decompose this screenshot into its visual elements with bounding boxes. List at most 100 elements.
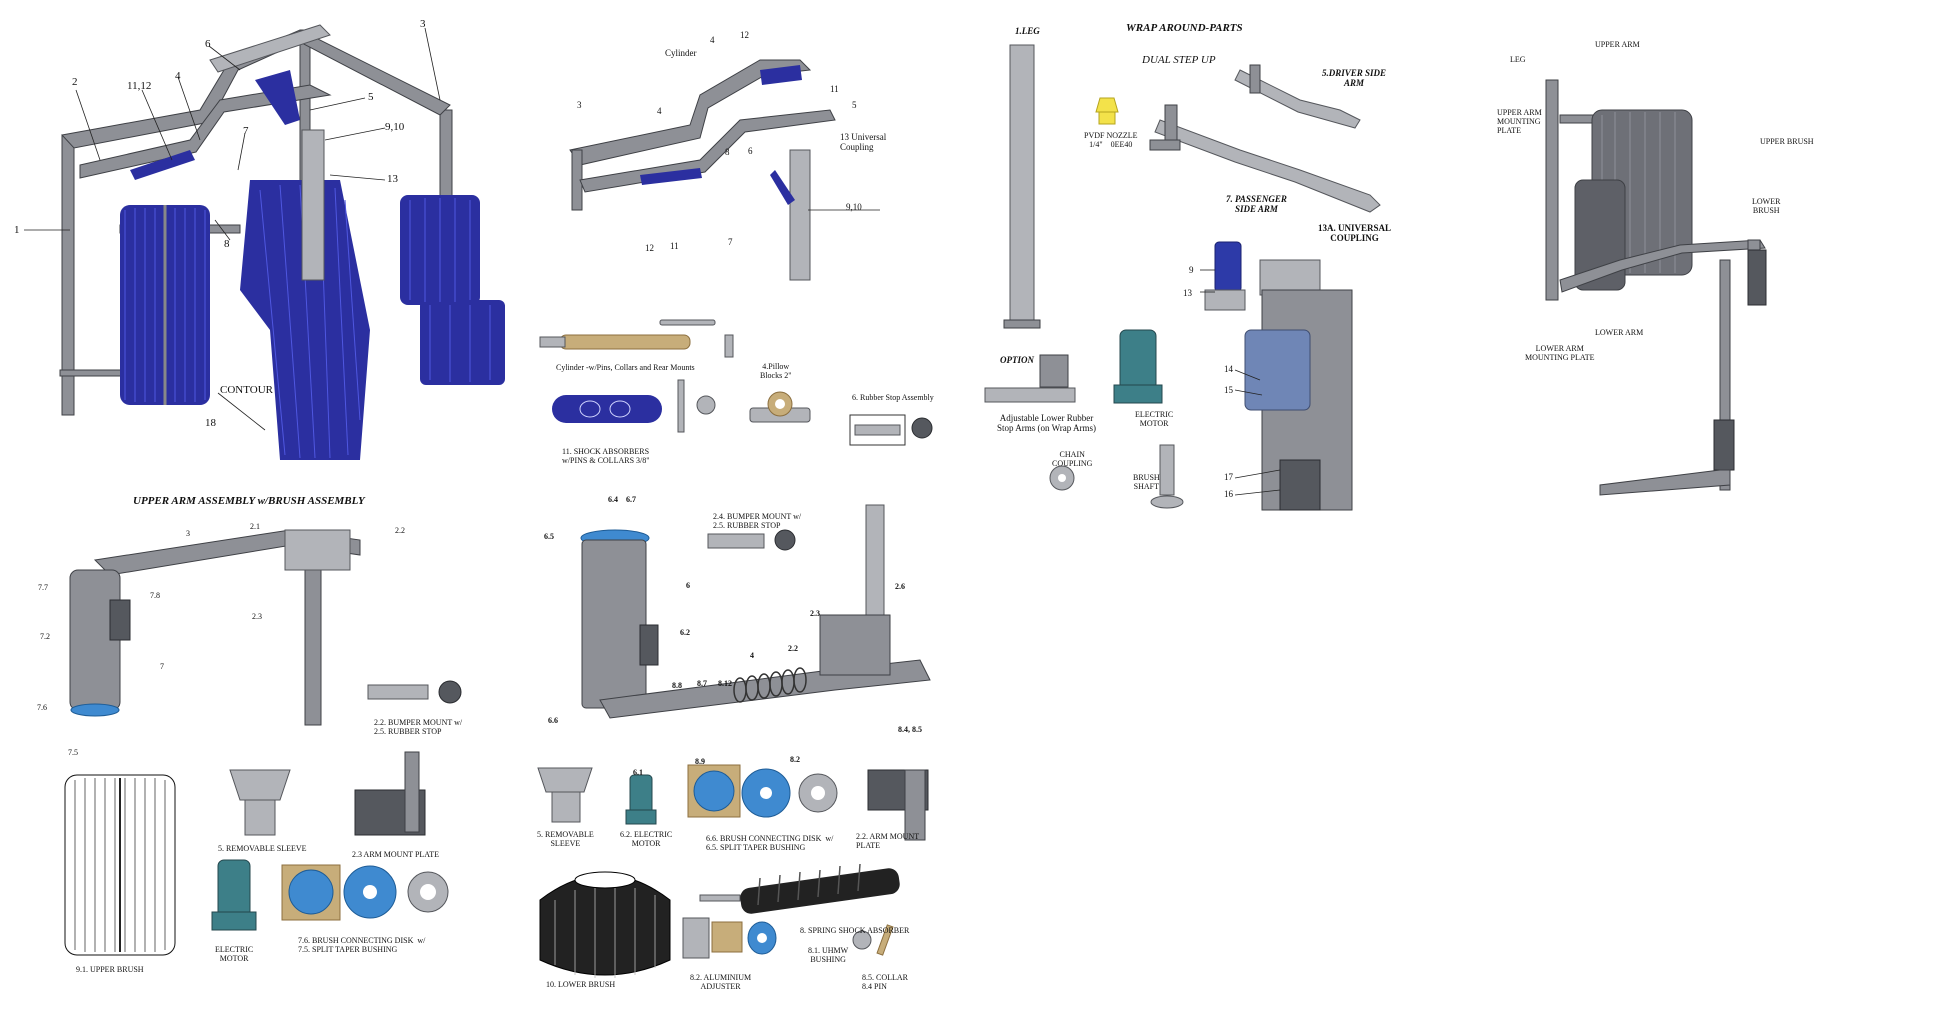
callout-5: 5 — [368, 91, 374, 103]
spring-shock-absorber-drawing — [699, 863, 900, 914]
uhmw-bushing-caption: 8.1. UHMW BUSHING — [808, 946, 849, 964]
nozzle-drawing — [1095, 97, 1119, 125]
lower-bumper-caption: 2.4. BUMPER MOUNT w/ 2.5. RUBBER STOP — [713, 512, 802, 530]
lower-callout-6-6: 6.6 — [548, 716, 558, 725]
lower-callout-8-12: 8.12 — [718, 679, 732, 688]
arm-callout-cylinder: Cylinder — [665, 48, 697, 58]
pillow-block-caption: 4.Pillow Blocks 2" — [760, 362, 792, 380]
callout-6: 6 — [205, 38, 211, 50]
callout-4: 4 — [175, 70, 181, 82]
passenger-side-arm-label: 7. PASSENGER SIDE ARM — [1226, 194, 1287, 214]
driver-arm-drawing — [1234, 64, 1361, 129]
lower-callout-8-8: 8.8 — [672, 681, 682, 690]
wrap-callout-16: 16 — [1224, 489, 1233, 499]
lower-callout-8-2: 8.2 — [790, 755, 800, 764]
main-center-brush-drawing — [240, 129, 370, 460]
removable-sleeve-lower-drawing — [537, 767, 593, 823]
electric-motor-upper-drawing — [211, 859, 257, 931]
lower-sleeve-caption: 5. REMOVABLE SLEEVE — [537, 830, 594, 848]
arm-callout-8: 8 — [725, 147, 730, 157]
upper-callout-2-1: 2.1 — [250, 522, 260, 531]
main-left-brush-drawing — [120, 205, 210, 405]
upper-callout-7-6: 7.6 — [37, 703, 47, 712]
wrap-callout-17: 17 — [1224, 472, 1233, 482]
upper-mount-plate-caption: 2.3 ARM MOUNT PLATE — [352, 850, 439, 859]
lower-mount-plate-caption: 2.2. ARM MOUNT PLATE — [856, 832, 920, 850]
upper-callout-7-5: 7.5 — [68, 748, 78, 757]
side-lower-arm-label: LOWER ARM — [1595, 328, 1644, 337]
passenger-arm-drawing — [1149, 104, 1381, 213]
small-motor-drawing — [1204, 241, 1246, 311]
leader-lines — [24, 27, 1281, 496]
callout-11-12: 11,12 — [127, 80, 152, 92]
lower-arm-assembly-drawing — [580, 504, 931, 719]
wrap-callout-9: 9 — [1189, 265, 1194, 275]
side-upper-mounting-label: UPPER ARM MOUNTING PLATE — [1497, 108, 1542, 135]
collar-pin-caption: 8.5. COLLAR 8.4 PIN — [862, 973, 908, 991]
callout-18: 18 — [205, 417, 216, 429]
wrap-callout-14: 14 — [1224, 364, 1233, 374]
callout-contour: CONTOUR — [220, 384, 273, 396]
wrap-around-title: WRAP AROUND-PARTS — [1126, 22, 1243, 34]
leg-title: 1.LEG — [1015, 26, 1040, 36]
upper-callout-2-3: 2.3 — [252, 612, 262, 621]
arm-callout-5: 5 — [852, 100, 857, 110]
lower-callout-2-6: 2.6 — [895, 582, 905, 591]
side-lower-mounting-label: LOWER ARM MOUNTING PLATE — [1525, 344, 1595, 362]
upper-callout-7-2: 7.2 — [40, 632, 50, 641]
upper-callout-7-8: 7.8 — [150, 591, 160, 600]
wrap-callout-13: 13 — [1183, 288, 1192, 298]
lower-callout-6-4: 6.4 — [608, 495, 618, 504]
lower-brush-caption: 10. LOWER BRUSH — [546, 980, 616, 989]
callout-2: 2 — [72, 76, 78, 88]
arm-callout-12a: 12 — [740, 30, 749, 40]
arm-callout-13-coupling: 13 Universal Coupling — [840, 132, 887, 152]
rubber-stop-caption: 6. Rubber Stop Assembly — [852, 393, 934, 402]
arm-callout-4a: 4 — [657, 106, 662, 116]
arm-callout-7: 7 — [728, 237, 733, 247]
arm-callout-6: 6 — [748, 146, 753, 156]
cylinder-caption: Cylinder -w/Pins, Collars and Rear Mount… — [556, 363, 695, 372]
lower-callout-2-3: 2.3 — [810, 609, 820, 618]
side-view-drawing — [1545, 79, 1767, 496]
arm-callout-12b: 12 — [645, 243, 654, 253]
arm-callout-9-10: 9,10 — [846, 202, 862, 212]
upper-brush-caption: 9.1. UPPER BRUSH — [76, 965, 144, 974]
upper-motor-caption: ELECTRIC MOTOR — [215, 945, 254, 963]
callout-8: 8 — [224, 238, 230, 250]
upper-disk-caption: 7.6. BRUSH CONNECTING DISK w/ 7.5. SPLIT… — [298, 936, 426, 954]
wrap-callout-15: 15 — [1224, 385, 1233, 395]
side-lower-brush-label: LOWER BRUSH — [1752, 197, 1781, 215]
upper-callout-7-7: 7.7 — [38, 583, 48, 592]
lower-callout-6-2: 6.2 — [680, 628, 690, 637]
lower-callout-2-2: 2.2 — [788, 644, 798, 653]
brush-disk-lower-drawing — [687, 764, 838, 818]
shock-absorber-drawing — [552, 379, 716, 433]
aluminium-adjuster-drawing — [682, 917, 777, 959]
brush-shaft-label: BRUSH SHAFT — [1133, 473, 1160, 491]
spring-shock-caption: 8. SPRING SHOCK ABSORBER — [800, 926, 910, 935]
brush-disk-upper-drawing — [281, 864, 449, 921]
electric-motor-wrap-label: ELECTRIC MOTOR — [1135, 410, 1174, 428]
side-upper-brush-label: UPPER BRUSH — [1760, 137, 1814, 146]
lower-callout-6-7: 6.7 — [626, 495, 636, 504]
lower-callout-8-4-8-5: 8.4, 8.5 — [898, 725, 922, 734]
electric-motor-wrap-drawing — [1113, 329, 1163, 404]
lower-motor-caption: 6.2. ELECTRIC MOTOR — [620, 830, 673, 848]
side-upper-arm-label: UPPER ARM — [1595, 40, 1640, 49]
collar-pin-drawing — [852, 924, 894, 956]
chain-coupling-label: CHAIN COUPLING — [1052, 450, 1093, 468]
lower-callout-6: 6 — [686, 581, 690, 590]
electric-motor-lower-drawing — [625, 774, 657, 825]
arm-assembly-drawing — [569, 59, 836, 281]
removable-sleeve-drawing — [229, 769, 291, 836]
callout-9-10: 9,10 — [385, 121, 405, 133]
aluminium-adjuster-caption: 8.2. ALUMINIUM ADJUSTER — [690, 973, 752, 991]
lower-disk-caption: 6.6. BRUSH CONNECTING DISK w/ 6.5. SPLIT… — [706, 834, 834, 852]
upper-callout-2-2: 2.2 — [395, 526, 405, 535]
rubber-stop-drawing — [849, 414, 933, 446]
upper-arm-section-title: UPPER ARM ASSEMBLY w/BRUSH ASSEMBLY — [133, 495, 365, 507]
upper-callout-3: 3 — [186, 529, 190, 538]
leg-drawing — [1003, 44, 1041, 329]
